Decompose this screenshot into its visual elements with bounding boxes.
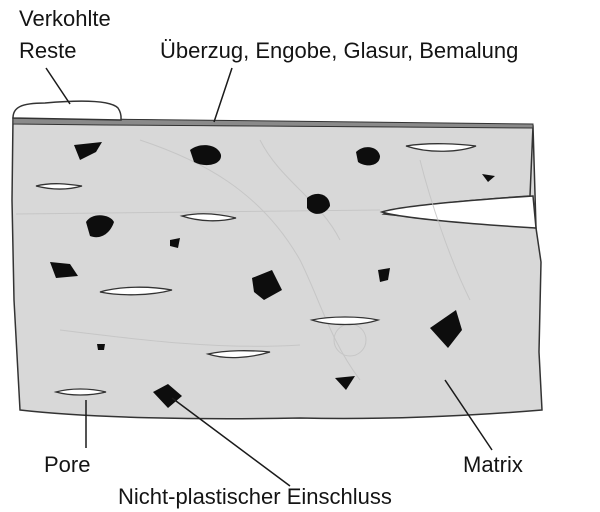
label-coating: Überzug, Engobe, Glasur, Bemalung (160, 38, 518, 64)
inclusion-12 (97, 344, 105, 350)
charred-remains (13, 101, 121, 120)
label-matrix: Matrix (463, 452, 523, 478)
pore-7 (56, 389, 106, 395)
label-non-plastic-inclusion: Nicht-plastischer Einschluss (118, 484, 392, 510)
leader-charred (46, 68, 70, 104)
label-charred-remains-line2: Reste (19, 38, 76, 64)
label-charred-remains-line1: Verkohlte (19, 6, 111, 32)
label-pore: Pore (44, 452, 90, 478)
leader-coating (214, 68, 232, 122)
ceramic-matrix-body (12, 118, 542, 419)
